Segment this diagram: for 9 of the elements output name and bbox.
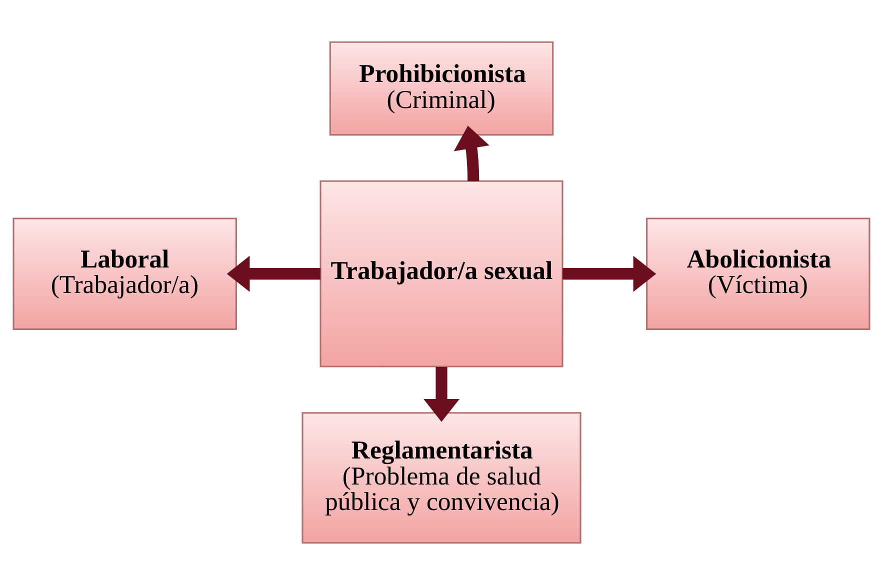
arrow	[562, 256, 656, 292]
node-box: Abolicionista (Víctima)	[646, 218, 870, 330]
node-box: Reglamentarista (Problema de salud pública y convivencia)	[302, 412, 582, 544]
arrow	[424, 367, 460, 422]
node-box: Prohibicionista (Criminal)	[329, 41, 554, 136]
arrow	[226, 256, 320, 292]
node-box: Trabajador/a sexual	[320, 180, 564, 368]
arrow	[454, 126, 490, 182]
node-box: Laboral (Trabajador/a)	[12, 218, 237, 330]
